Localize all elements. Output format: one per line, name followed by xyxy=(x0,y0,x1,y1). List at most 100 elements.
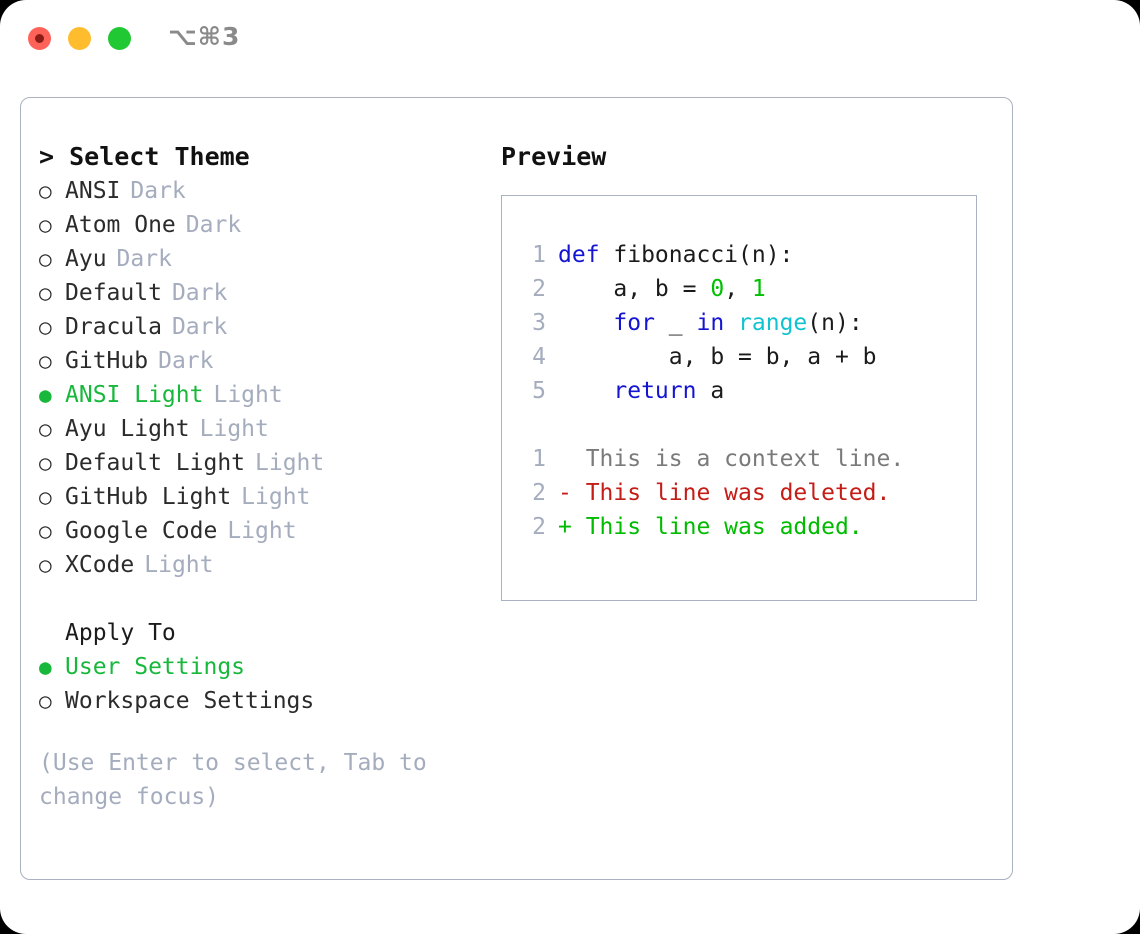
code-line: 3 for _ in range(n): xyxy=(518,306,968,340)
code-token-plain: fibonacci(n): xyxy=(599,242,794,268)
list-spacer xyxy=(39,582,499,616)
diff-line-number: 2 xyxy=(532,514,546,540)
theme-option-label: Ayu Light xyxy=(65,416,190,442)
theme-option-tag: Light xyxy=(199,416,269,442)
diff-line-add: 2+ This line was added. xyxy=(518,510,968,544)
close-button[interactable] xyxy=(28,27,51,50)
code-token-plain: (n): xyxy=(807,310,863,336)
theme-option-label: XCode xyxy=(65,552,135,578)
code-line-text: def fibonacci(n): xyxy=(558,238,793,272)
diff-line-text: This is a context line. xyxy=(585,446,905,472)
radio-unselected-icon: ○ xyxy=(39,485,52,509)
theme-option-tag: Dark xyxy=(116,246,172,272)
code-line-number: 4 xyxy=(532,344,546,370)
apply-to-option-workspace-settings[interactable]: ○Workspace Settings xyxy=(39,684,499,718)
code-token-plain: , xyxy=(724,276,752,302)
diff-line-ctx: 1 This is a context line. xyxy=(518,442,968,476)
theme-option-label: Google Code xyxy=(65,518,218,544)
diff-line-number: 1 xyxy=(532,446,546,472)
theme-option-default[interactable]: ○ Default Dark xyxy=(39,276,499,310)
code-token-kw: for xyxy=(613,310,655,336)
theme-option-tag: Light xyxy=(144,552,214,578)
radio-unselected-icon: ○ xyxy=(39,451,52,475)
radio-selected-icon: ● xyxy=(39,655,52,679)
code-token-plain xyxy=(724,310,738,336)
theme-option-label: Ayu xyxy=(65,246,107,272)
code-token-plain xyxy=(558,378,613,404)
diff-line-text: This line was added. xyxy=(585,514,863,540)
radio-selected-icon: ● xyxy=(39,383,52,407)
theme-option-google-code[interactable]: ○ Google Code Light xyxy=(39,514,499,548)
code-diff-gap xyxy=(518,408,968,442)
code-line: 2 a, b = 0, 1 xyxy=(518,272,968,306)
theme-option-xcode[interactable]: ○ XCode Light xyxy=(39,548,499,582)
radio-unselected-icon: ○ xyxy=(39,213,52,237)
theme-option-github-light[interactable]: ○ GitHub Light Light xyxy=(39,480,499,514)
theme-option-tag: Dark xyxy=(171,314,228,340)
radio-unselected-icon: ○ xyxy=(39,553,52,577)
code-line-number: 2 xyxy=(532,276,546,302)
theme-option-label: Dracula xyxy=(65,314,162,340)
theme-option-ansi-light[interactable]: ● ANSI Light Light xyxy=(39,378,499,412)
select-theme-heading: > Select Theme xyxy=(39,142,250,171)
code-token-plain xyxy=(558,310,613,336)
code-line-number: 5 xyxy=(532,378,546,404)
diff-sample-block: 1 This is a context line.2- This line wa… xyxy=(518,442,968,544)
code-line-text: for _ in range(n): xyxy=(558,306,863,340)
code-token-plain: a xyxy=(696,378,725,404)
diff-marker: - xyxy=(558,480,586,506)
code-line-number: 1 xyxy=(532,242,546,268)
diff-marker xyxy=(558,442,586,476)
radio-unselected-icon: ○ xyxy=(39,247,52,271)
theme-option-tag: Light xyxy=(241,484,311,510)
code-token-plain: _ xyxy=(654,310,697,336)
code-token-num: 0 xyxy=(710,276,725,302)
diff-line-text: This line was deleted. xyxy=(585,480,891,506)
apply-to-heading: Apply To xyxy=(65,620,176,646)
apply-to-list[interactable]: ● User Settings ○Workspace Settings xyxy=(39,650,499,718)
theme-option-ayu[interactable]: ○ Ayu Dark xyxy=(39,242,499,276)
radio-unselected-icon: ○ xyxy=(39,281,52,305)
diff-line-del: 2- This line was deleted. xyxy=(518,476,968,510)
theme-option-tag: Dark xyxy=(130,178,186,204)
keyboard-shortcut-label: ⌥⌘3 xyxy=(168,22,241,51)
code-line-text: a, b = b, a + b xyxy=(558,340,877,374)
theme-option-label: Default xyxy=(65,280,162,306)
code-line: 5 return a xyxy=(518,374,968,408)
theme-option-label: Default Light xyxy=(65,450,246,476)
theme-option-label: Atom One xyxy=(65,212,176,238)
maximize-button[interactable] xyxy=(108,27,131,50)
code-token-num: 1 xyxy=(751,276,766,302)
theme-option-label: ANSI xyxy=(65,178,121,204)
apply-to-option-label: User Settings xyxy=(65,654,246,680)
theme-option-label: ANSI Light xyxy=(65,382,204,408)
code-line-text: a, b = 0, 1 xyxy=(558,272,766,306)
minimize-button[interactable] xyxy=(68,27,91,50)
apply-to-option-user-settings[interactable]: ● User Settings xyxy=(39,650,499,684)
code-token-kw: def xyxy=(558,242,600,268)
theme-option-tag: Light xyxy=(213,382,283,408)
theme-option-tag: Dark xyxy=(171,280,228,306)
diff-line-number: 2 xyxy=(532,480,546,506)
code-line: 4 a, b = b, a + b xyxy=(518,340,968,374)
code-token-plain: a, b = xyxy=(558,276,711,302)
radio-unselected-icon: ○ xyxy=(39,349,52,373)
code-token-kw: return xyxy=(613,378,697,404)
preview-heading: Preview xyxy=(501,142,607,171)
theme-option-label: GitHub Light xyxy=(65,484,232,510)
radio-unselected-icon: ○ xyxy=(39,519,52,543)
theme-option-tag: Light xyxy=(227,518,297,544)
